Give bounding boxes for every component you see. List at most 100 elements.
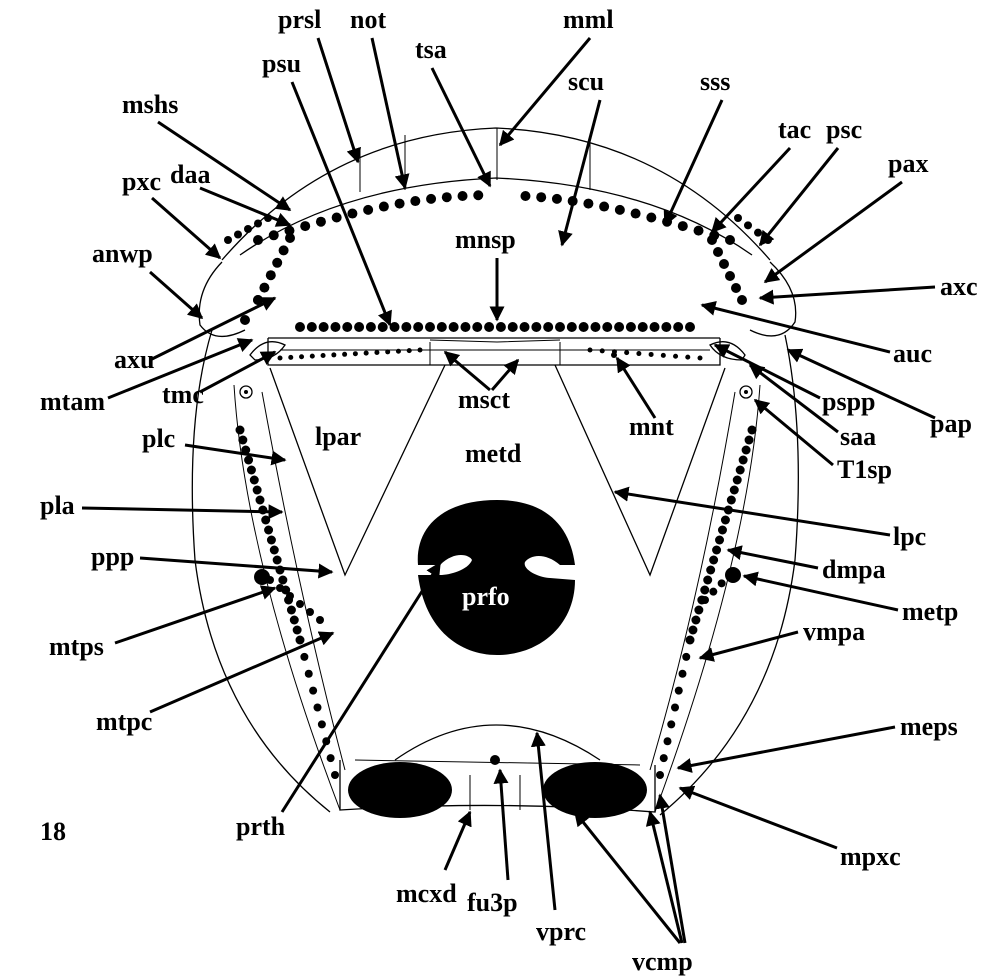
seta-dot [394, 198, 405, 209]
pointer-arrow [558, 99, 602, 247]
label-pla: pla [40, 491, 75, 520]
seta-dot [738, 455, 748, 465]
left-coxal-cavity [348, 762, 452, 818]
seta-dot [630, 208, 641, 219]
pointer-arrow [758, 147, 840, 247]
label-mnsp: mnsp [455, 225, 516, 254]
seta-dot [296, 636, 304, 644]
labels: prsl not mml tsa psu scu sss mshs tac ps… [40, 5, 978, 976]
seta-dot [734, 214, 742, 222]
seta-dot [701, 596, 709, 604]
seta-dot [725, 271, 735, 281]
seta-dot [269, 545, 279, 555]
seta-dot [614, 322, 625, 332]
seta-dot [406, 348, 412, 354]
seta-dot [754, 228, 762, 237]
pointer-arrow [713, 343, 821, 400]
label-vmpa: vmpa [803, 617, 865, 646]
seta-dot [266, 576, 274, 584]
pointer-arrow [786, 348, 936, 420]
seta-dot [473, 190, 484, 201]
seta-dot [719, 259, 729, 269]
seta-dot [688, 625, 698, 635]
seta-dot [385, 349, 391, 355]
seta-dot [472, 322, 483, 332]
seta-dot [599, 348, 605, 354]
seta-dot [441, 192, 452, 203]
seta-dot [276, 584, 284, 592]
label-prfo: prfo [462, 582, 510, 611]
seta-dot [614, 204, 625, 215]
seta-dot [253, 235, 263, 245]
seta-dot [413, 322, 424, 332]
seta-dot [295, 322, 305, 332]
seta-dot [507, 322, 518, 332]
pointer-arrow [676, 725, 896, 773]
seta-dot [309, 353, 315, 359]
label-meps: meps [900, 712, 958, 741]
seta-dot [599, 201, 610, 212]
seta-dot [342, 322, 353, 332]
seta-dot [448, 322, 459, 332]
pointer-arrow [139, 556, 334, 579]
seta-dot [667, 720, 676, 729]
seta-dot [694, 605, 704, 615]
seta-dot [425, 322, 435, 332]
label-ppp: ppp [91, 542, 134, 571]
seta-dot [583, 198, 594, 209]
seta-dot [660, 352, 666, 358]
seta-dot [224, 236, 232, 244]
label-pax: pax [888, 149, 928, 178]
seta-dot [286, 605, 296, 615]
label-tac: tac [778, 115, 811, 144]
label-saa: saa [840, 422, 876, 451]
seta-dot [395, 348, 401, 354]
fu3p-dot [490, 755, 500, 765]
pointer-arrow [316, 37, 361, 164]
label-tsa: tsa [415, 35, 447, 64]
seta-dot [590, 322, 601, 332]
seta-dot [744, 221, 752, 230]
seta-dot [709, 587, 718, 596]
seta-dot [277, 355, 283, 361]
pointer-arrow [443, 810, 472, 871]
seta-dot [289, 615, 299, 625]
seta-dot [304, 669, 313, 678]
seta-dot [389, 322, 400, 332]
label-prsl: prsl [278, 5, 321, 34]
seta-dot [320, 353, 326, 359]
pointer-arrow [654, 793, 687, 944]
seta-dot [706, 565, 716, 575]
label-mtpc: mtpc [96, 707, 152, 736]
seta-dot [331, 212, 342, 223]
seta-dot [352, 351, 358, 357]
label-vprc: vprc [536, 917, 586, 946]
seta-dot [285, 233, 295, 243]
seta-dot [717, 525, 727, 535]
seta-dot [602, 322, 613, 332]
seta-dot [436, 322, 447, 332]
label-metd: metd [465, 439, 522, 468]
seta-dot [744, 435, 754, 445]
label-mshs: mshs [122, 90, 178, 119]
seta-dot [244, 225, 252, 233]
seta-dot [300, 652, 309, 661]
seta-dot [703, 575, 713, 585]
seta-dot [659, 754, 668, 763]
seta-dot [715, 535, 725, 545]
seta-dot [735, 465, 745, 475]
label-prth: prth [236, 812, 286, 841]
label-mml: mml [563, 5, 614, 34]
seta-dot [377, 322, 388, 332]
pointer-arrow [493, 768, 510, 881]
seta-dot [317, 720, 326, 729]
seta-dot [265, 270, 276, 281]
seta-dot [426, 193, 437, 204]
seta-dot [678, 669, 687, 678]
label-daa: daa [170, 160, 210, 189]
seta-dot [318, 322, 329, 332]
pointer-arrow [370, 37, 410, 190]
seta-dot [691, 615, 701, 625]
pointer-arrow [490, 358, 520, 391]
label-mnt: mnt [629, 412, 674, 441]
